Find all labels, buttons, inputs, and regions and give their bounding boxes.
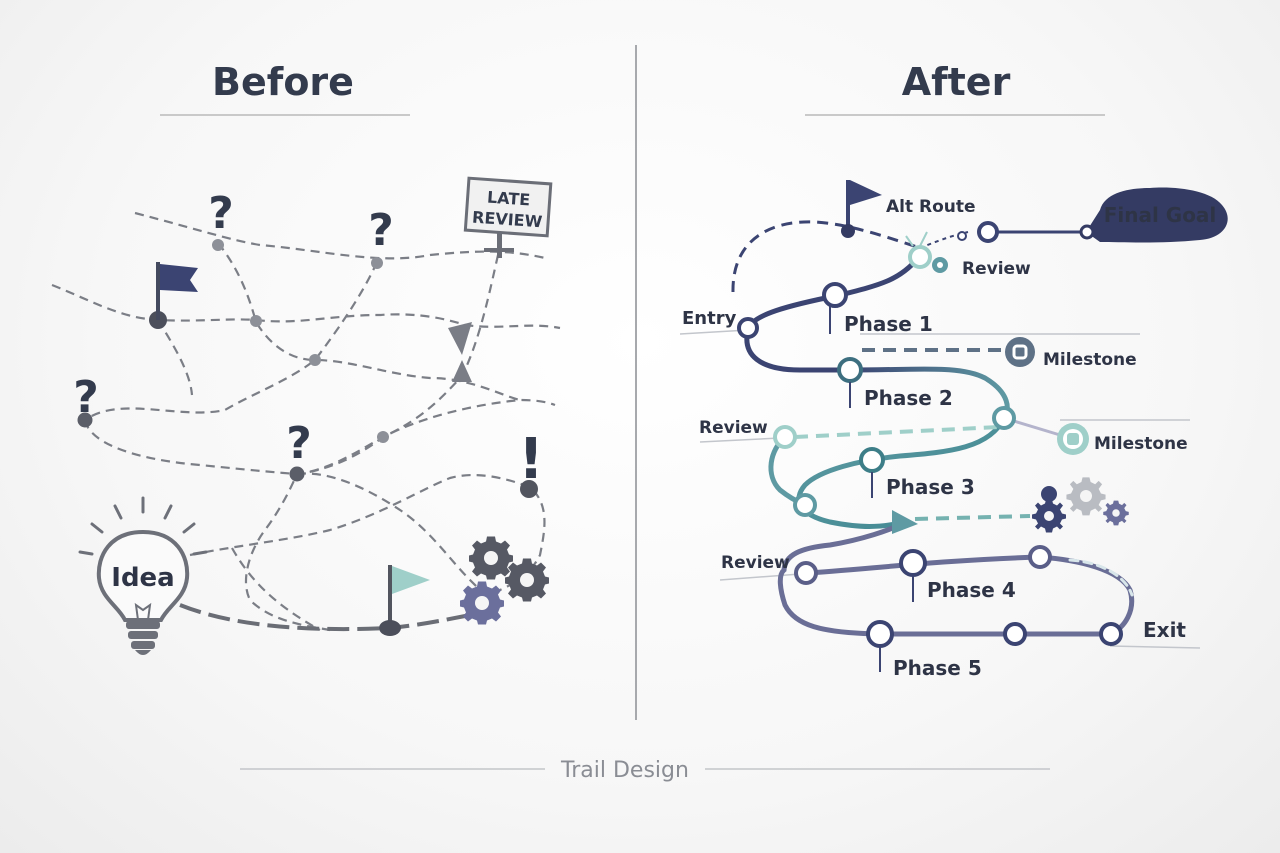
entry-label: Entry xyxy=(682,308,737,329)
question-mark-4: ? xyxy=(286,418,312,469)
exclamation-base-dot xyxy=(520,480,538,498)
phase-2-label: Phase 2 xyxy=(864,386,953,410)
question-mark-1: ? xyxy=(208,188,234,239)
before-title: Before xyxy=(212,60,354,104)
exit-label: Exit xyxy=(1143,618,1186,642)
gear-cluster-icon xyxy=(460,536,549,625)
final-goal-cloud xyxy=(1079,187,1228,243)
alt-route-link xyxy=(919,231,969,249)
milestone-2-label: Milestone xyxy=(1094,434,1188,454)
review-top-icon xyxy=(905,231,948,273)
direction-arrow-icon xyxy=(892,510,918,534)
phase-4-label: Phase 4 xyxy=(927,578,1016,602)
milestone-1-label: Milestone xyxy=(1043,350,1137,370)
alt-route-path xyxy=(731,220,921,293)
gear-icon-b1 xyxy=(469,536,513,580)
late-review-sign: LATE REVIEW xyxy=(463,176,553,258)
teal-flag-icon xyxy=(379,565,430,636)
alt-route-label: Alt Route xyxy=(886,197,976,217)
late-review-line2: REVIEW xyxy=(472,208,544,232)
review-left-2-label: Review xyxy=(721,553,790,573)
alt-route-flag-icon xyxy=(841,180,882,238)
milestone-icon-1 xyxy=(1005,337,1035,367)
idea-label: Idea xyxy=(111,563,174,593)
question-mark-3: ? xyxy=(73,372,99,423)
after-title: After xyxy=(902,60,1011,104)
phase-1-label: Phase 1 xyxy=(844,312,933,336)
late-review-line1: LATE xyxy=(486,188,530,210)
alt-route-link-node xyxy=(957,231,967,241)
phase-3-label: Phase 3 xyxy=(886,475,975,499)
node-stems xyxy=(829,306,914,672)
navy-flag-icon xyxy=(156,262,198,320)
question-mark-2: ? xyxy=(368,205,394,256)
idea-to-flag-path xyxy=(179,603,471,632)
team-gears-icon xyxy=(1032,477,1129,533)
guide-lines xyxy=(679,329,1201,649)
gear-icon-b2 xyxy=(505,558,549,602)
phase-5-label: Phase 5 xyxy=(893,656,982,680)
trail-nodes xyxy=(737,221,1123,648)
review-top-label: Review xyxy=(962,259,1031,279)
milestone-icon-2 xyxy=(1057,423,1089,455)
final-goal-label: Final Goal xyxy=(1104,203,1217,227)
idea-bulb-icon xyxy=(78,496,208,655)
review-left-1-label: Review xyxy=(699,418,768,438)
gear-icon-b3 xyxy=(460,581,504,625)
hourglass-icon xyxy=(448,322,472,382)
footer-caption: Trail Design xyxy=(560,758,689,783)
before-junction-dots xyxy=(77,239,389,482)
